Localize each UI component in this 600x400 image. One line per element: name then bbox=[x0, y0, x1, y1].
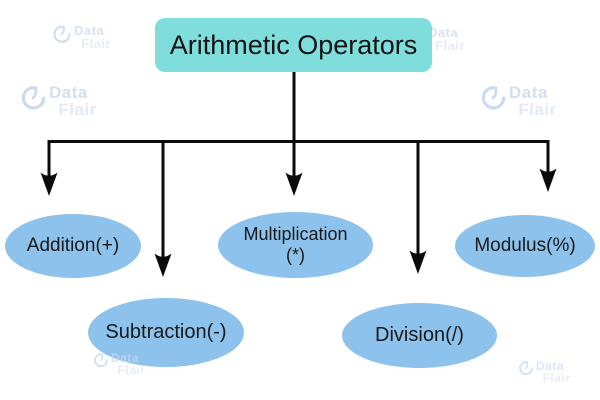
root-node-label: Arithmetic Operators bbox=[169, 29, 418, 60]
node-division: Division(/) bbox=[342, 303, 497, 368]
node-multiplication-label: Multiplication bbox=[243, 224, 348, 245]
node-subtraction: Subtraction(-) bbox=[88, 298, 244, 367]
node-modulus: Modulus(%) bbox=[455, 215, 595, 277]
root-node-arithmetic-operators: Arithmetic Operators bbox=[155, 18, 432, 72]
arrowhead-modulus bbox=[539, 168, 557, 192]
arrowhead-division bbox=[409, 250, 427, 274]
node-division-label: Division(/) bbox=[375, 324, 464, 346]
node-multiplication: Multiplication (*) bbox=[218, 212, 373, 278]
node-addition-label: Addition(+) bbox=[26, 235, 120, 257]
node-modulus-label: Modulus(%) bbox=[474, 235, 576, 257]
node-addition: Addition(+) bbox=[5, 214, 141, 278]
arrowhead-subtraction bbox=[154, 253, 172, 277]
arrowhead-addition bbox=[40, 172, 58, 196]
branch-frame-line bbox=[47, 140, 550, 177]
arrowhead-multiplication bbox=[285, 172, 303, 196]
node-multiplication-symbol: (*) bbox=[286, 245, 305, 265]
node-subtraction-label: Subtraction(-) bbox=[105, 321, 227, 343]
